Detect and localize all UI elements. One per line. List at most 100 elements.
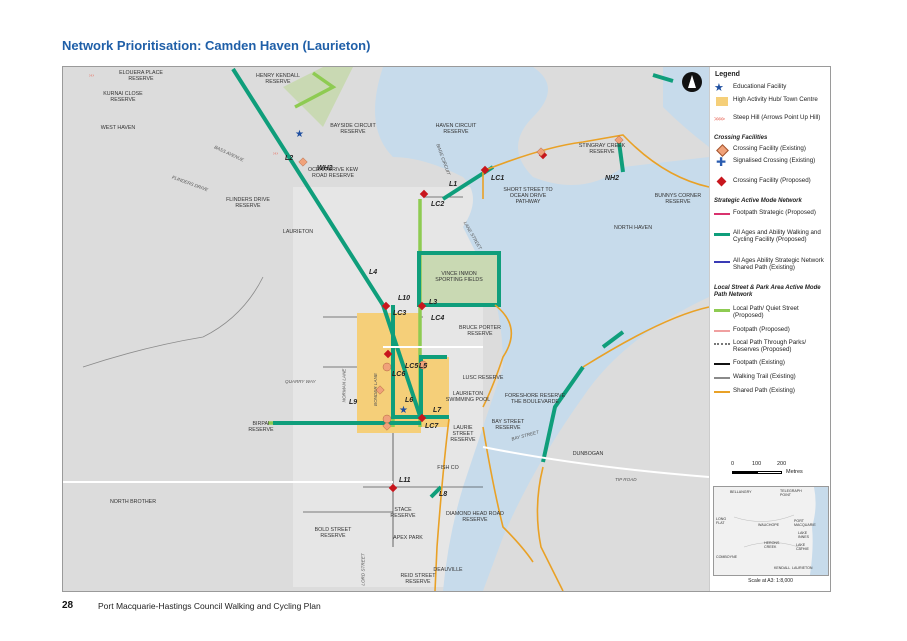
place-label: FLINDERS DRIVE RESERVE <box>226 197 270 209</box>
place-label: REID STREET RESERVE <box>400 573 436 585</box>
scale-unit: Metres <box>786 469 803 475</box>
legend-item: >>>> Steep Hill (Arrows Point Up Hill) <box>714 114 821 123</box>
scale-tick: 200 <box>777 461 787 467</box>
place-label: HAVEN CIRCUIT RESERVE <box>435 123 477 135</box>
inset-label: LAKE CATHIE <box>796 543 809 551</box>
legend-item: Crossing Facility (Proposed) <box>714 176 830 187</box>
route-label: LC4 <box>431 315 445 322</box>
diamond-proposed-icon <box>716 176 727 187</box>
hub-swatch-icon <box>716 97 728 106</box>
legend-item: ★ Educational Facility <box>714 82 787 94</box>
route-label: LC7 <box>425 423 439 430</box>
place-label: STINGRAY CREEK RESERVE <box>578 143 626 155</box>
place-label: BOLD STREET RESERVE <box>314 527 352 539</box>
steep-hill-marker: ››› <box>273 151 278 157</box>
route-label: L4 <box>369 269 378 276</box>
school-star: ★ <box>399 405 408 416</box>
place-label: STACE RESERVE <box>390 507 416 519</box>
legend-heading: Local Street & Park Area Active Mode Pat… <box>714 285 821 298</box>
route-label: L11 <box>399 477 411 484</box>
north-arrow-icon <box>688 75 696 88</box>
place-label: VINCE INMON SPORTING FIELDS <box>435 271 483 283</box>
place-label: LAURIETON <box>282 229 314 235</box>
legend-item: Shared Path (Existing) <box>714 387 830 397</box>
route-label: L9 <box>349 399 358 406</box>
inset-labels: BELLANGRY TELEGRAPH POINT LONG FLAT WAUC… <box>714 487 828 575</box>
legend-item: All Ages and Ability Walking and Cycling… <box>714 229 830 243</box>
line-icon <box>714 330 730 332</box>
map-canvas[interactable]: ★ ★ ››› ››› <box>63 67 830 591</box>
place-label: APEX PARK <box>393 535 423 541</box>
street-label: TIP ROAD <box>615 477 637 482</box>
legend-item: Footpath (Existing) <box>714 359 830 369</box>
street-labels: BASS AVENUE FLINDERS DRIVE QUARRY WAY NO… <box>63 67 709 591</box>
route-label: WH2 <box>317 165 333 172</box>
line-icon <box>714 233 730 236</box>
place-label: DUNBOGAN <box>572 451 604 457</box>
place-label: OCEAN DRIVE KEW ROAD RESERVE <box>307 167 359 179</box>
route-label: L6 <box>405 397 414 404</box>
sporting-fields <box>419 253 499 305</box>
route-label: LC2 <box>431 201 445 208</box>
place-label: DEAUVILLE <box>433 567 463 573</box>
route-label: LC5 <box>405 363 419 370</box>
place-label: WEST HAVEN <box>100 125 136 131</box>
place-label: BIRPAI RESERVE <box>248 421 274 433</box>
page-number: 28 <box>62 600 74 611</box>
route-label: L7 <box>433 407 442 414</box>
crossings-existing <box>298 135 624 431</box>
place-label: KURNAI CLOSE RESERVE <box>103 91 143 103</box>
route-label: LC1 <box>491 175 505 182</box>
steep-hill-marker: ››› <box>89 73 94 79</box>
north-arrow <box>682 72 702 92</box>
place-label: BRUCE PORTER RESERVE <box>459 325 501 337</box>
legend-item: High Activity Hub/ Town Centre <box>714 96 830 106</box>
scale-tick: 0 <box>731 461 735 467</box>
place-label: FORESHORE RESERVE THE BOULEVARDE <box>504 393 566 405</box>
place-labels: ELOUERA PLACE RESERVE HENRY KENDALL RESE… <box>63 67 709 591</box>
route-label: LC6 <box>392 371 406 378</box>
inset-label: TELEGRAPH POINT <box>780 489 802 497</box>
footer-text: Port Macquarie-Hastings Council Walking … <box>98 601 321 611</box>
legend-item: Local Path Through Parks/ Reserves (Prop… <box>714 339 830 353</box>
place-label: NORTH HAVEN <box>613 225 653 231</box>
route-label: L10 <box>398 295 411 302</box>
roads <box>63 346 710 483</box>
route-label: LC3 <box>393 310 407 317</box>
street-label: QUARRY WAY <box>285 379 316 384</box>
star-icon: ★ <box>714 82 724 94</box>
steep-hill-icon: >>>> <box>714 117 725 123</box>
place-label: BAYSIDE CIRCUIT RESERVE <box>330 123 376 135</box>
legend-item: Footpath Strategic (Proposed) <box>714 209 830 219</box>
water-body <box>375 67 709 591</box>
inset-label: LONG FLAT <box>716 517 727 525</box>
route-label: L5 <box>419 363 428 370</box>
school-star: ★ <box>295 129 304 140</box>
inset-label: LAKE INNES <box>798 531 809 539</box>
place-label: BUNNYS CORNER RESERVE <box>654 193 702 205</box>
dotted-line-icon <box>714 343 730 345</box>
inset-label: KENDALL <box>774 566 791 570</box>
scale-bar-graphic <box>757 471 782 474</box>
legend-item: Footpath (Proposed) <box>714 326 830 336</box>
legend-heading: Strategic Active Mode Network <box>714 198 802 204</box>
route-label: L3 <box>429 299 438 306</box>
shared-path-existing <box>434 134 710 591</box>
place-label: ELOUERA PLACE RESERVE <box>119 70 163 82</box>
activity-hub <box>357 313 421 433</box>
legend-item: Local Path/ Quiet Street (Proposed) <box>714 305 830 319</box>
inset-label: LAURIETON <box>792 566 813 570</box>
legend-item: All Ages Ability Strategic Network Share… <box>714 257 830 271</box>
locator-inset-map: BELLANGRY TELEGRAPH POINT LONG FLAT WAUC… <box>713 486 829 576</box>
place-label: BAY STREET RESERVE <box>491 419 525 431</box>
signal-markers <box>382 360 428 424</box>
place-label: LUSC RESERVE <box>462 375 504 381</box>
route-label: L1 <box>449 181 458 188</box>
scale-note: Scale at A3: 1:8,000 <box>748 578 793 584</box>
plus-icon: ✚ <box>716 155 727 169</box>
map-frame[interactable]: ★ ★ ››› ››› ELOUERA PLACE RESERVE HENRY … <box>62 66 831 592</box>
line-icon <box>714 213 730 215</box>
route-label: NH2 <box>605 175 620 182</box>
place-label: LAURIE STREET RESERVE <box>450 425 476 443</box>
place-label: NORTH BROTHER <box>109 499 157 505</box>
